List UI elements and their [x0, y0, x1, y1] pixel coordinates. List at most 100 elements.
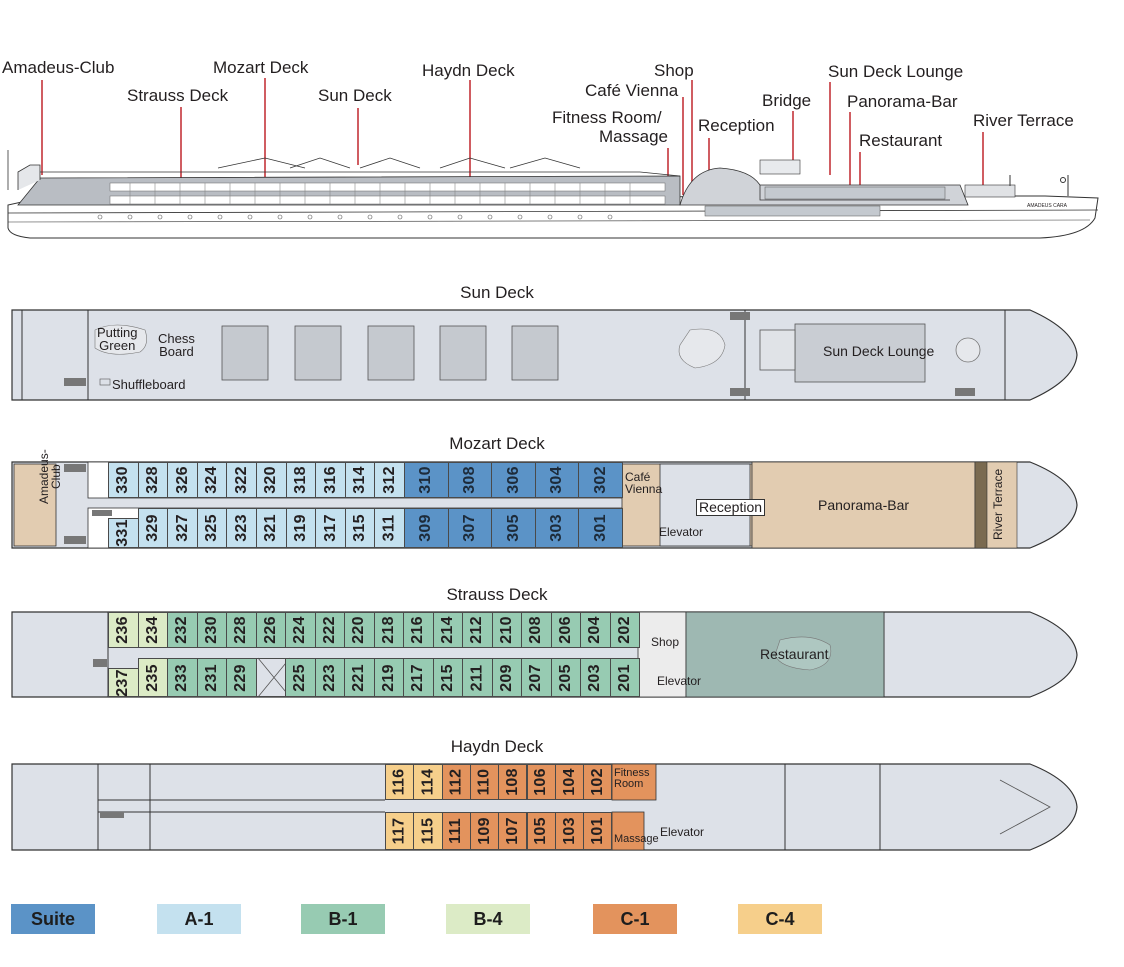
- cabin-101: 101: [583, 812, 613, 850]
- cabin-303: 303: [534, 508, 580, 548]
- cabin-228: 228: [226, 612, 257, 648]
- strauss-deck-title: Strauss Deck: [446, 585, 548, 604]
- cabin-109: 109: [469, 812, 500, 850]
- label-massage: Massage: [599, 127, 668, 146]
- cabin-number: 116: [390, 768, 408, 796]
- cabin-number: 104: [560, 768, 578, 796]
- cabin-number: 108: [503, 768, 521, 796]
- cabin-201: 201: [609, 658, 640, 697]
- legend-b-1: B-1: [301, 904, 385, 934]
- cabin-232: 232: [167, 612, 198, 648]
- cabin-321: 321: [256, 508, 287, 548]
- cabin-206: 206: [550, 612, 581, 648]
- cabin-319: 319: [285, 508, 317, 548]
- strauss-elevator-label: Elevator: [657, 674, 702, 688]
- reception-label: Reception: [696, 499, 766, 516]
- label-shop: Shop: [654, 61, 694, 80]
- cabin-217: 217: [403, 658, 434, 697]
- label-fitness-room: Fitness Room/: [552, 108, 662, 127]
- cabin-306: 306: [491, 462, 536, 498]
- cabin-107: 107: [498, 812, 528, 850]
- cabin-210: 210: [491, 612, 522, 648]
- shuffleboard-label: Shuffleboard: [112, 377, 186, 392]
- legend-b-4: B-4: [446, 904, 530, 934]
- label-reception: Reception: [698, 116, 775, 135]
- cabin-202: 202: [609, 612, 640, 648]
- cabin-323: 323: [226, 508, 257, 548]
- cabin-221: 221: [344, 658, 375, 697]
- sun-deck-title: Sun Deck: [460, 283, 534, 302]
- label-river-terrace: River Terrace: [973, 111, 1074, 130]
- massage-label: Massage: [614, 833, 659, 845]
- label-sun-deck-lounge: Sun Deck Lounge: [828, 62, 964, 81]
- cabin-226: 226: [255, 612, 286, 648]
- cabin-223: 223: [314, 658, 345, 697]
- label-mozart-deck: Mozart Deck: [213, 58, 309, 77]
- cabin-number: 112: [447, 768, 465, 796]
- label-sun-deck: Sun Deck: [318, 86, 392, 105]
- cabin-115: 115: [413, 812, 443, 850]
- cabin-325: 325: [196, 508, 228, 548]
- cabin-number: 109: [475, 817, 493, 845]
- cabin-105: 105: [526, 812, 556, 850]
- cabin-108: 108: [498, 764, 528, 800]
- label-panorama-bar: Panorama-Bar: [847, 92, 958, 111]
- cabin-110: 110: [469, 764, 500, 800]
- ship-name: AMADEUS CARA: [1027, 203, 1068, 209]
- cabin-number: 103: [560, 817, 578, 845]
- cabin-309: 309: [404, 508, 449, 548]
- cabin-114: 114: [413, 764, 443, 800]
- cabin-233: 233: [167, 658, 198, 697]
- panorama-bar-label: Panorama-Bar: [818, 497, 910, 513]
- haydn-elevator-label: Elevator: [660, 825, 705, 839]
- cabin-237: 237: [108, 668, 139, 697]
- cabin-number: 114: [418, 768, 436, 796]
- cabin-number: 115: [418, 817, 436, 845]
- legend-c-1: C-1: [593, 904, 677, 934]
- cabin-number: 117: [390, 817, 408, 845]
- legend-suite: Suite: [11, 904, 95, 934]
- cabin-number: 105: [532, 817, 550, 845]
- cabin-310: 310: [404, 462, 449, 498]
- cabin-106: 106: [526, 764, 556, 800]
- cabin-236: 236: [108, 612, 139, 648]
- cabin-102: 102: [583, 764, 613, 800]
- cabin-224: 224: [285, 612, 316, 648]
- cabin-103: 103: [554, 812, 585, 850]
- shop-label: Shop: [651, 635, 680, 649]
- ship-side-view: [7, 78, 1099, 239]
- label-strauss-deck: Strauss Deck: [127, 86, 229, 105]
- cabin-317: 317: [315, 508, 346, 548]
- cabin-116: 116: [385, 764, 415, 800]
- cabin-111: 111: [441, 812, 471, 850]
- cabin-112: 112: [441, 764, 471, 800]
- cabin-320: 320: [256, 462, 287, 498]
- mozart-elevator-label: Elevator: [659, 525, 704, 539]
- cabin-214: 214: [432, 612, 463, 648]
- cabin-207: 207: [521, 658, 552, 697]
- cabin-204: 204: [580, 612, 611, 648]
- cabin-number: 110: [475, 768, 493, 796]
- restaurant-label: Restaurant: [760, 646, 829, 662]
- cabin-229: 229: [226, 658, 257, 697]
- cabin-218: 218: [373, 612, 404, 648]
- cabin-number: 107: [503, 817, 521, 845]
- cabin-316: 316: [315, 462, 346, 498]
- sun-deck-plan: [11, 309, 1078, 401]
- cabin-326: 326: [167, 462, 198, 498]
- cabin-301: 301: [578, 508, 623, 548]
- cabin-215: 215: [432, 658, 463, 697]
- legend-c-4: C-4: [738, 904, 822, 934]
- cabin-331: 331: [108, 518, 139, 548]
- cabin-219: 219: [373, 658, 404, 697]
- cabin-104: 104: [554, 764, 585, 800]
- cabin-328: 328: [137, 462, 169, 498]
- sun-deck-lounge-label: Sun Deck Lounge: [823, 343, 935, 359]
- cabin-number: 106: [532, 768, 550, 796]
- cabin-230: 230: [196, 612, 227, 648]
- legend-a-1: A-1: [157, 904, 241, 934]
